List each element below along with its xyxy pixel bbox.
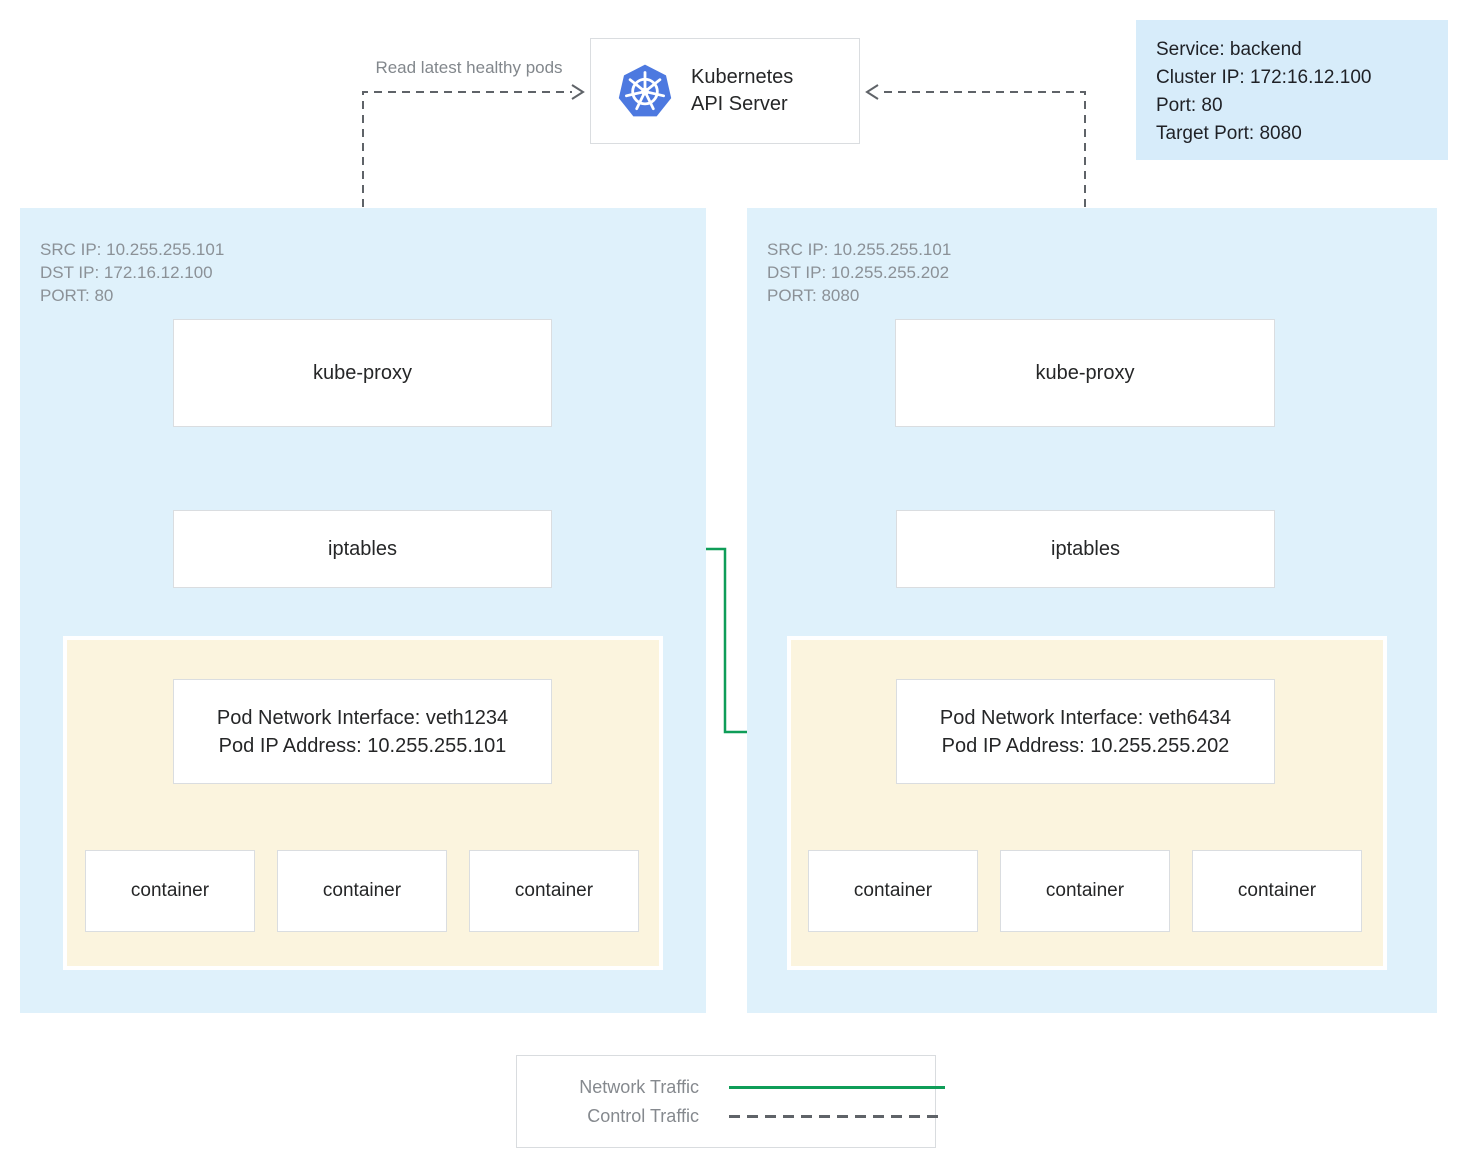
network-traffic-label: Network Traffic — [579, 1076, 699, 1097]
control-traffic-line-swatch — [729, 1114, 945, 1118]
read-latest-healthy-pods-label: Read latest healthy pods — [375, 58, 563, 77]
pod-network-interface-left: Pod Network Interface: veth1234 Pod IP A… — [173, 679, 552, 784]
container-box: container — [469, 850, 639, 932]
iptables-box-right: iptables — [896, 510, 1275, 588]
pod-right: Pod Network Interface: veth6434 Pod IP A… — [787, 636, 1387, 970]
legend-row-control-traffic: Control Traffic — [541, 1105, 945, 1127]
container-box: container — [808, 850, 978, 932]
service-cluster-ip: Cluster IP: 172:16.12.100 — [1156, 67, 1372, 88]
service-target-port: Target Port: 8080 — [1156, 123, 1302, 144]
container-box: container — [85, 850, 255, 932]
service-info-box: Service: backend Cluster IP: 172:16.12.1… — [1136, 20, 1448, 160]
legend-row-network-traffic: Network Traffic — [541, 1076, 945, 1098]
kubernetes-api-server-box: Kubernetes API Server — [590, 38, 860, 144]
node-left-header: SRC IP: 10.255.255.101 DST IP: 172.16.12… — [40, 240, 225, 305]
control-traffic-right-arrowhead — [865, 84, 879, 100]
control-traffic-label: Control Traffic — [587, 1105, 699, 1126]
kubernetes-icon — [618, 64, 672, 117]
iptables-box-left: iptables — [173, 510, 552, 588]
container-box: container — [277, 850, 447, 932]
network-traffic-line-swatch — [729, 1085, 945, 1089]
container-box: container — [1000, 850, 1170, 932]
service-port: Port: 80 — [1156, 95, 1223, 116]
legend: Network Traffic Control Traffic — [516, 1055, 945, 1148]
kube-proxy-box-left: kube-proxy — [173, 319, 552, 427]
node-left: SRC IP: 10.255.255.101 DST IP: 172.16.12… — [20, 208, 706, 1013]
node-right: SRC IP: 10.255.255.101 DST IP: 10.255.25… — [747, 208, 1437, 1013]
service-name: Service: backend — [1156, 39, 1302, 60]
pod-left: Pod Network Interface: veth1234 Pod IP A… — [63, 636, 663, 970]
container-box: container — [1192, 850, 1362, 932]
control-traffic-left-arrowhead — [571, 84, 585, 100]
pod-network-interface-right: Pod Network Interface: veth6434 Pod IP A… — [896, 679, 1275, 784]
node-right-header: SRC IP: 10.255.255.101 DST IP: 10.255.25… — [767, 240, 952, 305]
api-server-label: Kubernetes API Server — [691, 66, 794, 115]
kube-proxy-box-right: kube-proxy — [895, 319, 1275, 427]
